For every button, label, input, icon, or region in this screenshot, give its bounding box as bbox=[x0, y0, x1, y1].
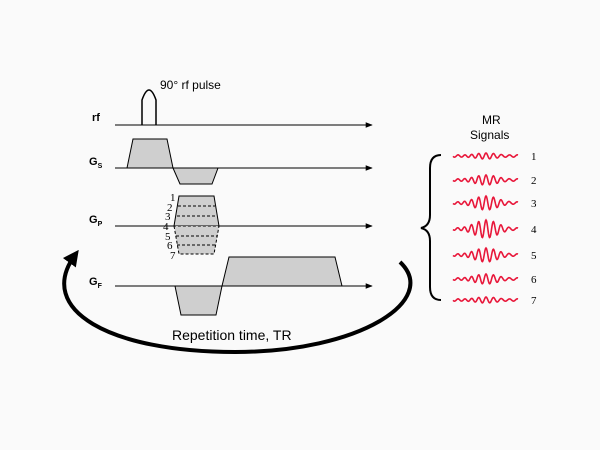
gs-axis-label: GS bbox=[89, 156, 103, 170]
signal-group-brace bbox=[420, 154, 442, 301]
signals-title-line-1: MR bbox=[482, 113, 501, 127]
signals-title-line-2: Signals bbox=[470, 128, 509, 142]
signal-number-3: 3 bbox=[531, 198, 537, 210]
mr-signal-wave-7 bbox=[452, 296, 519, 304]
phase-step-1: 1 bbox=[170, 192, 176, 204]
signal-number-5: 5 bbox=[531, 250, 537, 262]
phase-step-2: 2 bbox=[167, 202, 173, 214]
phase-step-7: 7 bbox=[170, 250, 176, 262]
mr-signal-group: 1 2 3 4 5 6 7 bbox=[452, 151, 537, 307]
rf-axis-label: rf bbox=[92, 112, 100, 124]
rf-pulse-shape bbox=[141, 89, 157, 125]
phase-encode-gradient-bottom bbox=[173, 225, 220, 255]
phase-step-6: 6 bbox=[167, 240, 173, 252]
repetition-loop-arrow bbox=[62, 249, 413, 355]
slice-select-gradient-lobe bbox=[126, 138, 174, 169]
phase-step-4: 4 bbox=[163, 221, 169, 233]
signal-number-2: 2 bbox=[531, 175, 537, 187]
phase-step-3: 3 bbox=[165, 211, 171, 223]
frequency-readout-gradient-lobe bbox=[221, 256, 343, 287]
phase-encode-gradient-top bbox=[173, 195, 220, 227]
signal-number-7: 7 bbox=[531, 295, 537, 307]
mr-signal-wave-5 bbox=[452, 246, 519, 263]
rf-pulse-label: 90° rf pulse bbox=[160, 78, 221, 92]
gp-axis-label: GP bbox=[89, 214, 103, 228]
signal-number-1: 1 bbox=[531, 151, 537, 163]
phase-step-5: 5 bbox=[165, 231, 171, 243]
gf-axis-label: GF bbox=[89, 276, 103, 290]
phase-step-numbers: 1 2 3 4 5 6 7 bbox=[163, 192, 176, 262]
mr-signal-wave-1 bbox=[452, 152, 519, 160]
frequency-dephase-gradient-lobe bbox=[174, 285, 223, 316]
mr-signal-wave-4 bbox=[452, 218, 519, 239]
signal-number-4: 4 bbox=[531, 224, 537, 236]
tr-label: Repetition time, TR bbox=[172, 327, 292, 343]
signal-number-6: 6 bbox=[531, 274, 537, 286]
mr-signal-wave-3 bbox=[452, 194, 519, 211]
mr-signal-wave-2 bbox=[452, 173, 519, 186]
slice-rephase-gradient-lobe bbox=[172, 167, 219, 185]
phase-step-lines bbox=[176, 205, 217, 246]
mr-signal-wave-6 bbox=[452, 272, 519, 285]
